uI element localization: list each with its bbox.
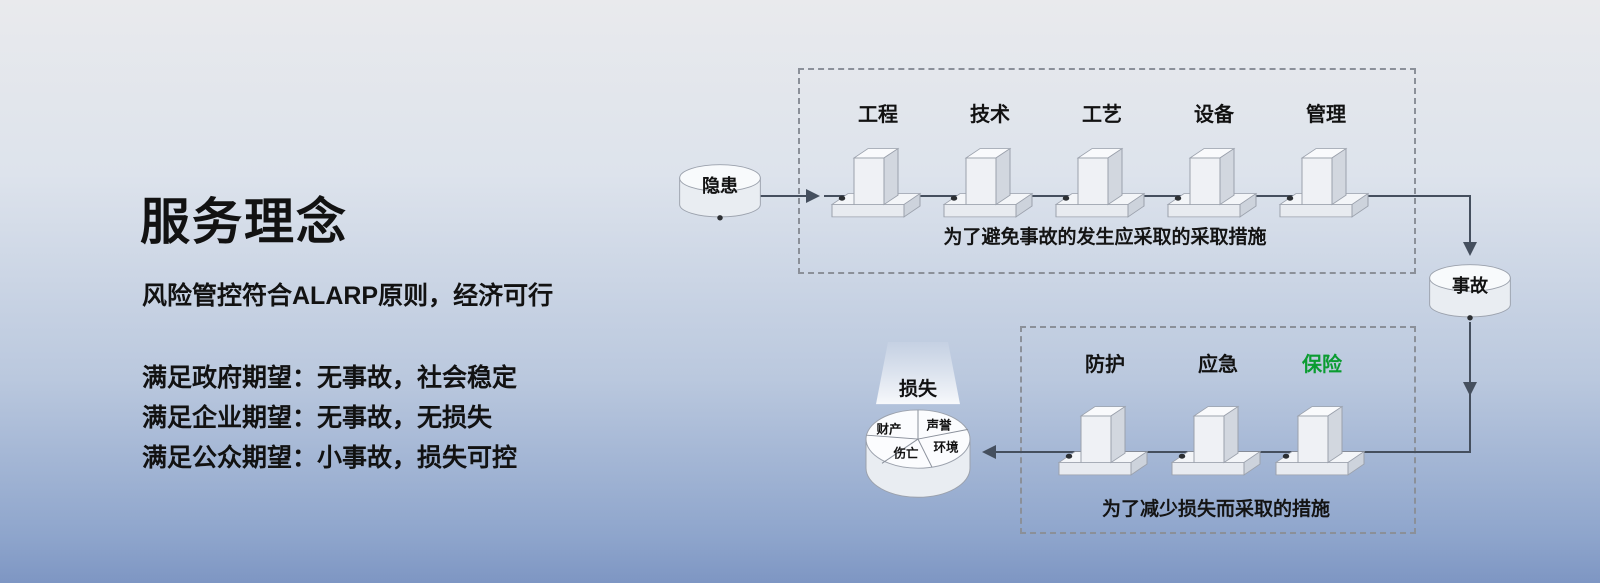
page-title: 服务理念	[140, 194, 348, 250]
barrier-management: 管理	[1278, 102, 1374, 220]
loss-segment-reputation: 声誉	[926, 418, 952, 433]
top-barrier-label-4: 设备	[1194, 104, 1234, 126]
barrier-engineering: 工程	[830, 102, 926, 220]
loss-segment-environment: 环境	[933, 440, 959, 455]
barrier-equipment: 设备	[1166, 102, 1262, 220]
barrier-block-icon	[830, 130, 926, 220]
barrier-block-icon	[1170, 388, 1266, 478]
accident-label: 事故	[1452, 276, 1488, 296]
barrier-block-icon	[1274, 388, 1370, 478]
expectation-government: 满足政府期望：无事故，社会稳定	[142, 364, 518, 392]
barrier-block-icon	[1054, 130, 1150, 220]
top-barrier-label-5: 管理	[1306, 104, 1346, 126]
alarp-subtitle: 风险管控符合ALARP原则，经济可行	[142, 282, 554, 310]
loss-segment-casualty: 伤亡	[893, 446, 919, 461]
loss-pie-cylinder-icon	[865, 342, 971, 498]
barrier-block-icon	[1166, 130, 1262, 220]
loss-label: 损失	[898, 379, 937, 400]
barrier-block-icon	[1278, 130, 1374, 220]
mitigation-caption: 为了减少损失而采取的措施	[1101, 499, 1330, 520]
barrier-technology: 技术	[942, 102, 1038, 220]
barrier-block-icon	[1057, 388, 1153, 478]
prevention-group-box	[798, 68, 1416, 274]
barrier-process: 工艺	[1054, 102, 1150, 220]
barrier-insurance: 保险	[1274, 352, 1370, 478]
expectation-public: 满足公众期望：小事故，损失可控	[142, 444, 518, 472]
top-barrier-label-3: 工艺	[1082, 104, 1122, 126]
loss-segment-property: 财产	[876, 422, 902, 437]
prevention-caption: 为了避免事故的发生应采取的采取措施	[943, 227, 1267, 248]
hazard-label: 隐患	[702, 176, 738, 196]
arrow-down-to-accident	[1463, 242, 1477, 256]
barrier-block-icon	[942, 130, 1038, 220]
barrier-protection: 防护	[1057, 352, 1153, 478]
bottom-barrier-label-1: 防护	[1085, 354, 1125, 376]
bottom-barrier-label-3: 保险	[1302, 354, 1342, 376]
barrier-emergency: 应急	[1170, 352, 1266, 478]
arrow-left-to-loss	[982, 445, 996, 459]
expectation-enterprise: 满足企业期望：无事故，无损失	[142, 404, 493, 432]
top-barrier-label-2: 技术	[970, 104, 1010, 126]
arrow-down-from-accident	[1463, 382, 1477, 396]
bottom-barrier-label-2: 应急	[1198, 354, 1238, 376]
top-barrier-label-1: 工程	[858, 104, 898, 126]
